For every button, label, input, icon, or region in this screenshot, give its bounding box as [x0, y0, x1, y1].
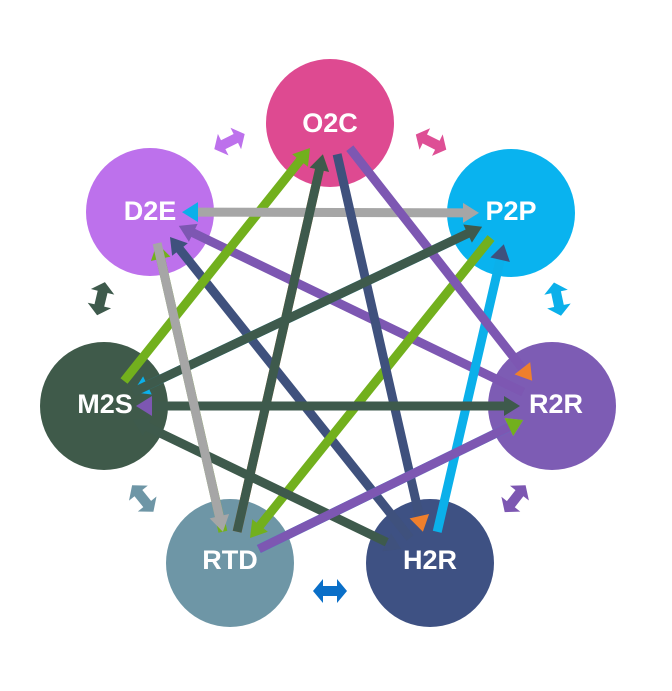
links-layer [120, 145, 533, 554]
link-start-arrowhead-12 [136, 396, 152, 416]
link-arrowhead-8 [490, 244, 510, 262]
link-h2r-p2p [432, 255, 506, 533]
link-line-8 [432, 255, 506, 533]
link-arrowhead-10 [514, 362, 533, 381]
link-line-16 [152, 242, 225, 521]
link-d2e-rtd [152, 242, 225, 521]
link-start-arrowhead-13 [382, 533, 402, 552]
link-d2e-p2p [194, 207, 467, 218]
link-arrowhead-9 [409, 514, 430, 532]
adjacent-arrow-m2s-d2e [87, 282, 115, 316]
link-arrowhead-2 [170, 237, 188, 256]
link-m2s-o2c [120, 155, 306, 384]
link-line-3 [188, 227, 526, 397]
adjacent-arrow-rtd-m2s [129, 485, 157, 512]
node-label-m2s: M2S [77, 389, 133, 419]
adjacent-arrow-o2c-p2p [415, 128, 447, 156]
link-arrowhead-16 [209, 514, 230, 532]
link-arrowhead-5 [463, 202, 479, 223]
link-arrowhead-17 [309, 154, 330, 172]
link-p2p-rtd [254, 235, 495, 531]
link-arrowhead-15 [504, 418, 524, 436]
adjacent-arrow-d2e-o2c [214, 127, 245, 156]
adjacent-arrow-r2r-h2r [501, 485, 529, 513]
link-rtd-o2c [232, 165, 325, 533]
node-m2s [40, 342, 168, 470]
node-label-rtd: RTD [202, 545, 258, 575]
link-line-7 [254, 235, 495, 531]
nodes-layer [40, 59, 616, 627]
link-line-9 [332, 153, 425, 521]
link-line-10 [346, 145, 528, 374]
link-o2c-r2r [346, 145, 528, 374]
adjacent-arrow-p2p-r2r [544, 282, 571, 316]
node-label-p2p: P2P [485, 196, 536, 226]
adjacent-arrows-layer [87, 127, 571, 603]
link-rtd-r2r [256, 421, 514, 554]
link-r2r-d2e [188, 227, 526, 397]
link-arrowhead-7 [250, 519, 268, 538]
link-arrowhead-3 [178, 223, 198, 242]
link-line-17 [232, 165, 325, 533]
adjacent-arrow-h2r-rtd [313, 579, 347, 603]
link-h2r-m2s [142, 421, 392, 548]
link-line-4 [120, 155, 306, 384]
link-start-arrowhead-5 [182, 202, 198, 223]
link-line-5 [194, 207, 467, 218]
link-arrowhead-13 [132, 417, 152, 436]
node-label-d2e: D2E [124, 196, 177, 226]
link-arrowhead-14 [463, 224, 483, 243]
node-h2r [366, 499, 494, 627]
link-o2c-h2r [332, 153, 425, 521]
node-label-h2r: H2R [403, 545, 457, 575]
node-label-o2c: O2C [302, 108, 358, 138]
labels-layer: O2C P2P R2R H2R RTD M2S D2E [77, 108, 583, 575]
link-arrowhead-4 [292, 148, 310, 167]
link-line-13 [142, 421, 392, 548]
node-label-r2r: R2R [529, 389, 583, 419]
link-arrowhead-12 [504, 396, 520, 416]
node-p2p [447, 149, 575, 277]
link-line-15 [256, 421, 514, 554]
